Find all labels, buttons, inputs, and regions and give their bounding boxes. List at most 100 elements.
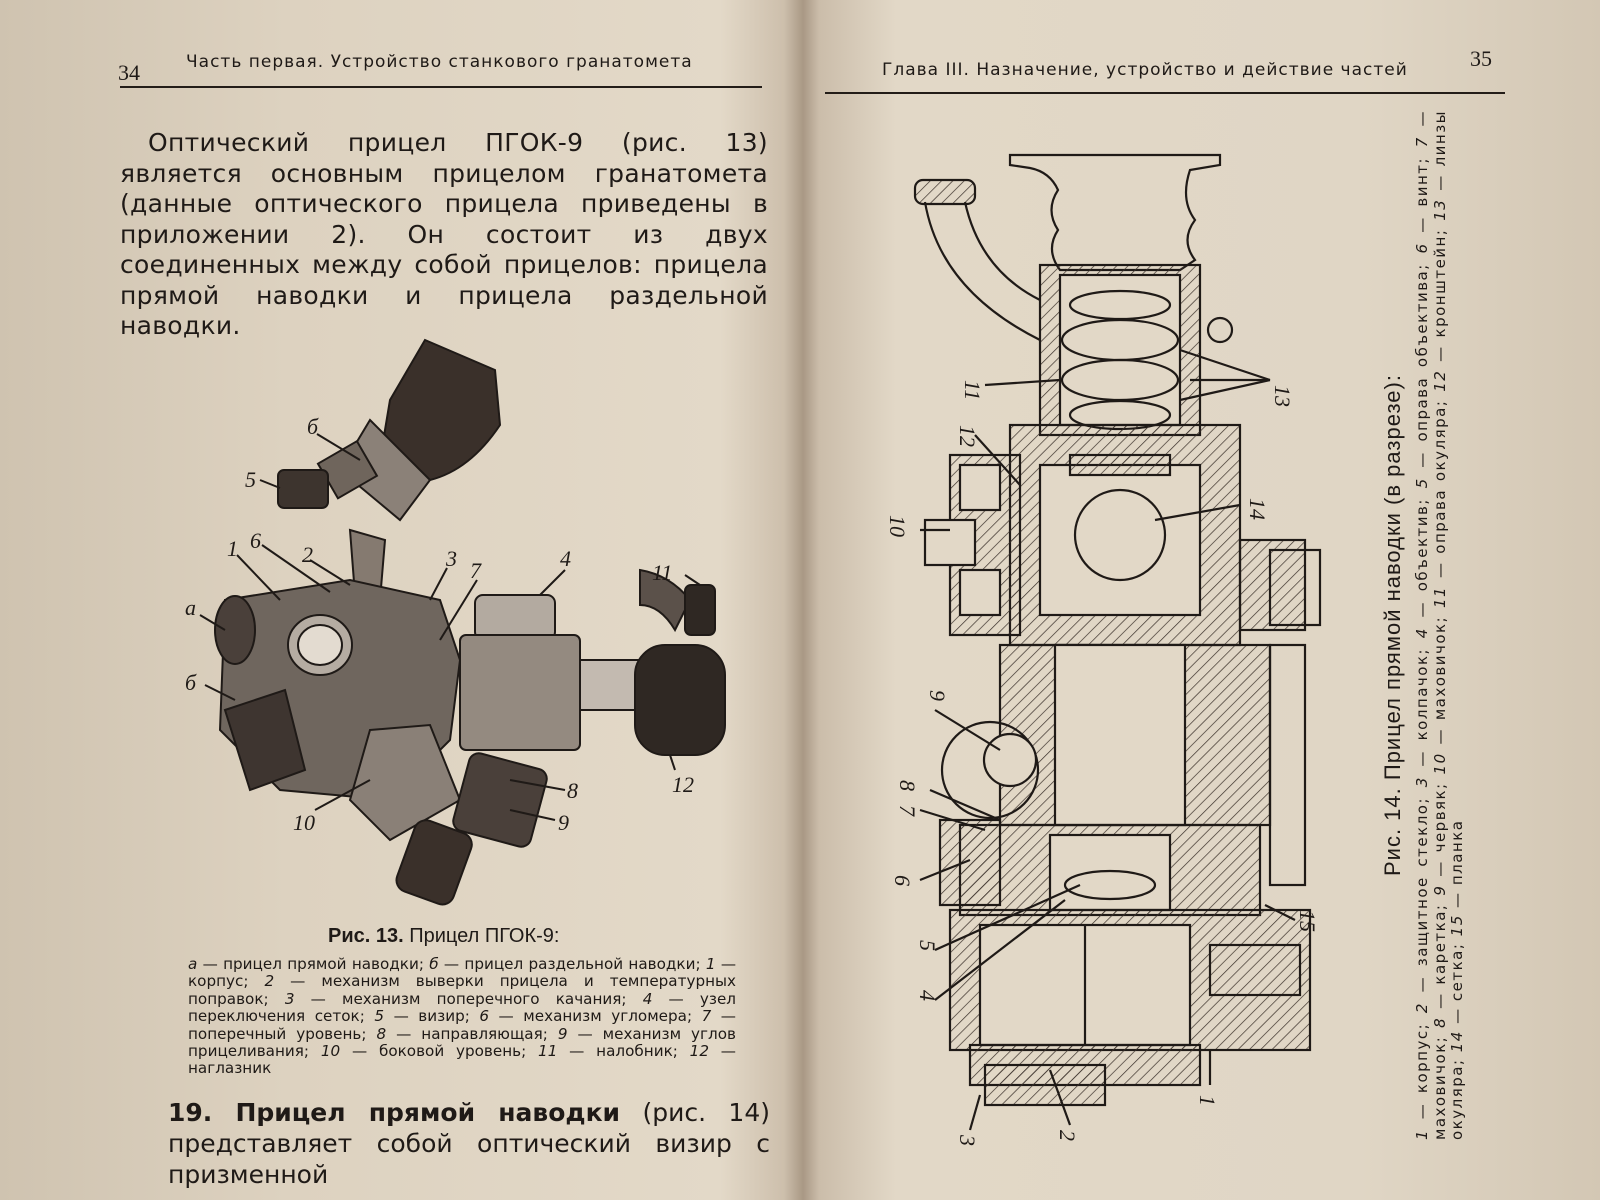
legend-key: 7 <box>1413 136 1431 148</box>
legend-text: — защитное стекло; <box>1413 787 1431 1003</box>
legend-text: — визир; <box>384 1007 480 1026</box>
legend-text: — винт; <box>1413 147 1431 243</box>
legend-text: — узел переключения сеток; <box>188 989 737 1026</box>
legend-key: 10 <box>320 1042 341 1061</box>
legend-text: — сетка; <box>1448 936 1466 1031</box>
legend-text: — налобник; <box>557 1042 690 1061</box>
fig14-label: 13 <box>1270 385 1295 407</box>
legend-key: 10 <box>1430 752 1449 775</box>
legend-key: 4 <box>642 989 653 1008</box>
legend-key: 8 <box>376 1024 387 1043</box>
caption-number: Рис. 13. <box>328 925 404 947</box>
legend-key: 11 <box>1430 585 1449 608</box>
legend-text: — объектив; <box>1413 488 1431 628</box>
fig13-label: б <box>185 670 197 695</box>
legend-text: — корпус; <box>188 955 737 991</box>
fig14-label: 5 <box>915 940 940 951</box>
fig14-label: 8 <box>895 780 920 791</box>
legend-text: — оправа объектива; <box>1413 253 1431 478</box>
legend-text: — оправа окуляра; <box>1430 391 1449 586</box>
fig13-label: 2 <box>302 542 313 567</box>
fig14-label: 6 <box>890 875 915 886</box>
header-rule <box>120 86 762 88</box>
legend-key: б <box>429 955 439 973</box>
right-page: Глава III. Назначение, устройство и дейс… <box>800 0 1600 1200</box>
figure-13-legend: а — прицел прямой наводки; б — прицел ра… <box>188 955 737 1078</box>
fig14-label: 12 <box>955 425 980 447</box>
legend-text: — поперечный уровень; <box>188 1007 736 1043</box>
fig14-label: 7 <box>895 805 920 817</box>
legend-key: 9 <box>557 1024 568 1043</box>
fig13-label: 9 <box>558 810 569 835</box>
figure-13-caption: Рис. 13. Прицел ПГОК-9: <box>328 925 559 948</box>
legend-key: 11 <box>538 1042 558 1061</box>
legend-text: — механизм выверки прицела и температурн… <box>188 972 736 1008</box>
fig14-label: 2 <box>1055 1130 1080 1141</box>
figure-14-cross-section: 13 11 12 14 10 9 8 7 6 15 5 4 1 2 3 <box>885 153 1322 1146</box>
header-rule <box>825 92 1505 94</box>
fig13-label: 5 <box>245 467 256 492</box>
legend-text: — механизм углов прицеливания; <box>188 1024 736 1061</box>
legend-key: 7 <box>701 1007 712 1026</box>
fig13-label: б <box>307 414 319 439</box>
fig13-label: 10 <box>293 810 315 835</box>
legend-text: — механизм угломера; <box>489 1007 702 1026</box>
legend-key: а <box>188 955 198 973</box>
fig13-label: 12 <box>672 772 694 797</box>
figure-14-caption: Рис. 14. Прицел прямой наводки (в разрез… <box>1380 110 1467 1140</box>
fig13-label: 7 <box>470 558 482 583</box>
fig14-label: 15 <box>1295 910 1320 932</box>
legend-text: — планка <box>1448 819 1466 915</box>
fig14-label: 4 <box>915 990 940 1001</box>
legend-key: 4 <box>1413 627 1431 639</box>
legend-key: 3 <box>284 989 295 1008</box>
legend-text: — боковой уровень; <box>340 1042 539 1061</box>
legend-text: — каретка; <box>1430 895 1449 1017</box>
legend-key: 8 <box>1430 1016 1449 1028</box>
section-text: (рис. 14) представляет собой оптический … <box>168 1098 770 1189</box>
fig13-label: 4 <box>560 546 571 571</box>
legend-text: — кронштейн; <box>1430 220 1449 370</box>
fig14-label: 11 <box>960 380 985 400</box>
fig13-label: 3 <box>445 546 457 571</box>
legend-key: 6 <box>479 1007 490 1026</box>
legend-key: 6 <box>1413 242 1431 254</box>
legend-key: 5 <box>1413 477 1431 489</box>
running-head: Глава III. Назначение, устройство и дейс… <box>882 60 1408 80</box>
legend-key: 1 <box>705 955 716 973</box>
legend-text: — прицел раздельной наводки; <box>438 955 706 973</box>
legend-key: 14 <box>1448 1030 1466 1053</box>
legend-key: 2 <box>264 972 275 991</box>
legend-text: — наглазник <box>188 1042 736 1078</box>
intro-paragraph: Оптический прицел ПГОК-9 (рис. 13) являе… <box>120 128 768 342</box>
figure-13-illustration: б 5 1 6 2 3 7 4 11 а б 8 12 10 9 <box>185 338 726 906</box>
legend-text: — червяк; <box>1430 774 1449 885</box>
legend-text: — механизм поперечного качания; <box>294 989 643 1008</box>
fig14-label: 1 <box>1195 1095 1220 1106</box>
fig14-label: 3 <box>955 1134 980 1146</box>
caption-title: Рис. 14. Прицел прямой наводки (в разрез… <box>1380 374 1405 876</box>
fig14-label: 9 <box>925 690 950 701</box>
legend-key: 13 <box>1430 198 1449 221</box>
fig13-label: 6 <box>250 528 261 553</box>
fig13-label: а <box>185 595 196 620</box>
legend-key: 5 <box>374 1007 385 1026</box>
fig13-label: 1 <box>227 536 238 561</box>
page-number: 34 <box>118 60 140 85</box>
legend-key: 12 <box>689 1042 709 1061</box>
legend-text: — прицел прямой наводки; <box>197 955 430 973</box>
legend-text: — направляющая; <box>386 1024 558 1043</box>
left-page: 34 Часть первая. Устройство станкового г… <box>0 0 790 1200</box>
legend-key: 12 <box>1430 369 1449 392</box>
fig13-label: 11 <box>652 560 672 585</box>
fig14-label: 10 <box>885 515 910 537</box>
fig14-label: 14 <box>1245 498 1270 520</box>
figure-14-legend: 1 — корпус; 2 — защитное стекло; 3 — кол… <box>1413 110 1467 1140</box>
fig13-label: 8 <box>567 778 578 803</box>
legend-text: — колпачок; <box>1413 638 1431 777</box>
legend-key: 1 <box>1413 1128 1431 1140</box>
paragraph-text: Оптический прицел ПГОК-9 (рис. 13) являе… <box>120 128 768 340</box>
legend-text: — корпус; <box>1413 1013 1431 1129</box>
legend-key: 9 <box>1430 884 1449 896</box>
